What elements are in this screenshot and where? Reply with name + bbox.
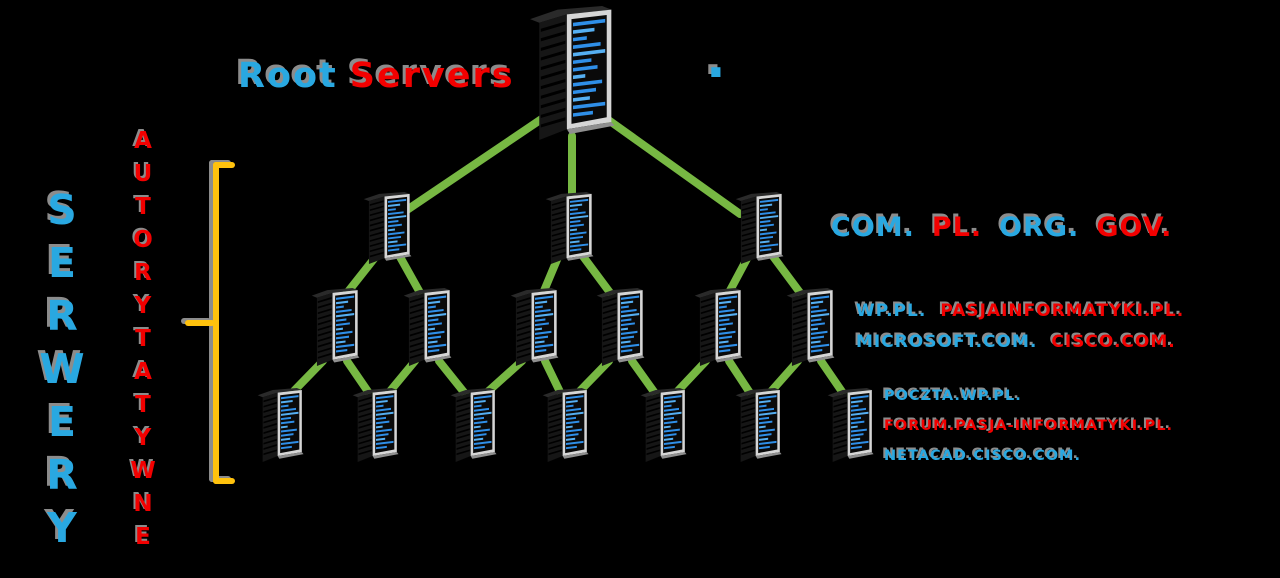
vertical-label-serwery: SERWERY [38, 186, 86, 557]
bracket-bottom-arm [213, 478, 235, 484]
domain-label-line-1: MICROSOFT.COM. CISCO.COM. [856, 327, 1198, 358]
server-node-tld-3 [735, 192, 784, 264]
vertical-label-autorytatywne: AUTORYTATYWNE [130, 128, 156, 557]
root-domain-dot-label: . [706, 30, 726, 90]
server-node-sub-2 [352, 388, 399, 462]
subdomain-label-0: POCZTA.WP.PL. [884, 388, 1022, 404]
connection-line-6 [578, 251, 618, 302]
tld-label-1: PL. [931, 212, 983, 243]
domain-label-0-1: PASJAINFORMATYKI.PL. [940, 301, 1185, 321]
server-node-sub-1 [257, 388, 304, 462]
connection-line-10 [343, 357, 375, 400]
server-node-dom-2 [403, 288, 452, 366]
tld-label-2: ORG. [999, 212, 1080, 243]
bracket-top-arm [213, 162, 235, 168]
server-node-sub-3 [450, 388, 497, 462]
tld-label-3: GOV. [1096, 212, 1173, 243]
server-node-dom-6 [786, 288, 835, 366]
diagram-title: Root Servers [238, 56, 527, 96]
connection-line-12 [435, 357, 471, 400]
subdomain-labels-block: POCZTA.WP.PL. FORUM.PASJA-INFORMATYKI.PL.… [884, 381, 1173, 471]
server-node-tld-2 [545, 192, 594, 264]
subdomain-label-line-0: POCZTA.WP.PL. [884, 381, 1173, 411]
subdomain-label-1: FORUM.PASJA-INFORMATYKI.PL. [884, 418, 1174, 434]
connection-line-8 [768, 251, 808, 302]
server-node-dom-4 [596, 288, 645, 366]
server-node-root [530, 6, 615, 140]
domain-label-1-1: CISCO.COM. [1051, 332, 1176, 352]
bracket-middle-tick [185, 320, 215, 326]
server-node-tld-1 [363, 192, 412, 264]
bracket-vertical-bar [213, 162, 219, 484]
server-node-dom-3 [510, 288, 559, 366]
title-root-word: Root [238, 56, 338, 96]
server-node-sub-6 [735, 388, 782, 462]
title-servers-word: Servers [349, 56, 515, 96]
domain-label-0-0: WP.PL. [856, 301, 927, 321]
tld-labels-row: COM. PL. ORG. GOV. [831, 212, 1172, 243]
domain-label-1-0: MICROSOFT.COM. [856, 332, 1038, 352]
domain-label-line-0: WP.PL. PASJAINFORMATYKI.PL. [856, 296, 1198, 327]
server-node-sub-7 [827, 388, 874, 462]
server-node-sub-4 [542, 388, 589, 462]
subdomain-label-2: NETACAD.CISCO.COM. [884, 448, 1081, 464]
bracket [182, 160, 238, 490]
connection-line-20 [817, 357, 849, 400]
subdomain-label-line-1: FORUM.PASJA-INFORMATYKI.PL. [884, 411, 1173, 441]
connection-line-0 [397, 110, 553, 218]
server-node-sub-5 [640, 388, 687, 462]
tld-label-0: COM. [831, 212, 915, 243]
connection-line-2 [596, 110, 744, 218]
connection-line-16 [628, 357, 661, 400]
server-node-dom-5 [694, 288, 743, 366]
connection-line-18 [725, 357, 756, 400]
server-node-dom-1 [311, 288, 360, 366]
domain-labels-block: WP.PL. PASJAINFORMATYKI.PL. MICROSOFT.COM.… [856, 296, 1198, 358]
subdomain-label-line-2: NETACAD.CISCO.COM. [884, 441, 1173, 471]
